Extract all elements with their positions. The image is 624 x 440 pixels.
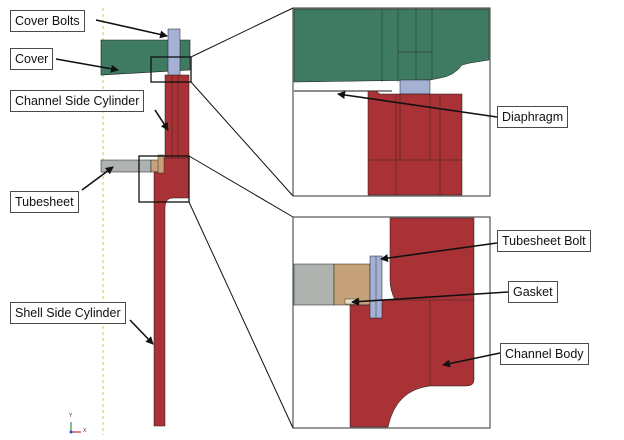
channel-side-cylinder-part <box>164 74 190 161</box>
triad-x-label: X <box>83 428 87 434</box>
channel-body-part <box>153 157 190 427</box>
label-channel-side-cylinder: Channel Side Cylinder <box>10 90 145 112</box>
label-tubesheet-bolt: Tubesheet Bolt <box>497 230 591 252</box>
label-diaphragm: Diaphragm <box>497 106 569 128</box>
leader-cover-bolts <box>95 19 168 39</box>
leader-cover <box>55 58 119 73</box>
detail-view-tubesheet <box>292 216 491 429</box>
triad-y-label: Y <box>69 413 73 419</box>
leader-channel-body <box>442 352 501 368</box>
label-shell-side-cylinder: Shell Side Cylinder <box>10 302 126 324</box>
leader-shell-side-cylinder <box>129 319 154 345</box>
axis-triad <box>69 422 81 434</box>
label-tubesheet: Tubesheet <box>10 191 79 213</box>
leader-diaphragm <box>337 91 498 118</box>
label-gasket: Gasket <box>508 281 558 303</box>
zoom-box-top <box>150 56 192 83</box>
zoom-box-bottom <box>138 155 190 203</box>
leader-tubesheet <box>81 166 114 191</box>
leader-tubesheet-bolt <box>380 242 498 263</box>
label-cover: Cover <box>10 48 54 70</box>
label-cover-bolts: Cover Bolts <box>10 10 85 32</box>
cover-bolt-part <box>167 28 181 77</box>
label-channel-body: Channel Body <box>500 343 589 365</box>
leader-channel-side-cylinder <box>154 109 169 131</box>
leader-gasket <box>351 291 509 306</box>
